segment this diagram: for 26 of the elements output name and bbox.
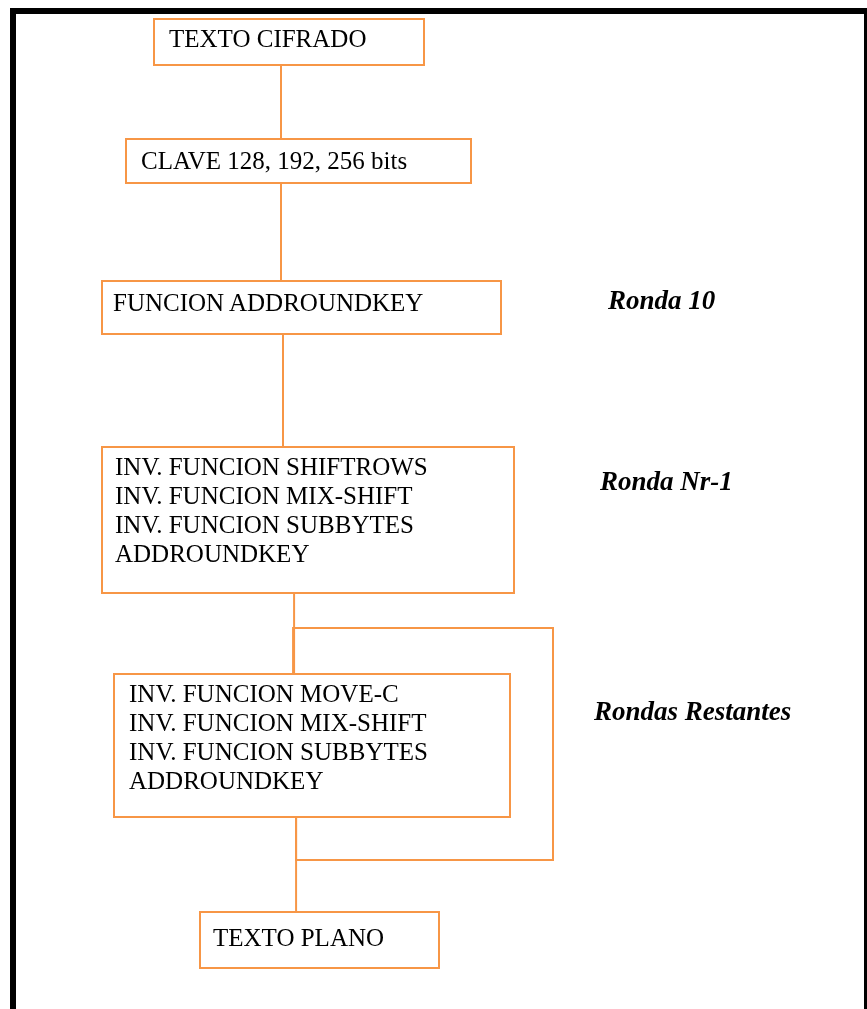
- loop-connector: [292, 627, 554, 861]
- box-text: ADDROUNDKEY: [115, 539, 311, 568]
- process-box: [199, 911, 440, 969]
- process-box: [113, 673, 511, 818]
- box-text: ADDROUNDKEY: [129, 766, 325, 795]
- box-text: INV. FUNCION MOVE-C: [129, 679, 400, 708]
- round-label: Ronda 10: [608, 285, 716, 316]
- connector-line: [280, 65, 282, 139]
- round-label: Rondas Restantes: [594, 696, 792, 727]
- round-label: Ronda Nr-1: [600, 466, 733, 497]
- process-box: [101, 446, 515, 594]
- process-box: [101, 280, 502, 335]
- box-text: INV. FUNCION SHIFTROWS: [115, 452, 429, 481]
- connector-line: [293, 593, 296, 674]
- process-box: [153, 18, 425, 66]
- box-text: INV. FUNCION MIX-SHIFT: [129, 708, 428, 737]
- box-text: INV. FUNCION MIX-SHIFT: [115, 481, 414, 510]
- box-text: INV. FUNCION SUBBYTES: [129, 737, 429, 766]
- box-text: TEXTO PLANO: [213, 923, 386, 952]
- box-text: INV. FUNCION SUBBYTES: [115, 510, 415, 539]
- process-box: [125, 138, 472, 184]
- box-text: FUNCION ADDROUNDKEY: [113, 288, 425, 317]
- connector-line: [282, 334, 284, 447]
- box-text: CLAVE 128, 192, 256 bits: [141, 146, 409, 175]
- connector-line: [280, 183, 282, 281]
- box-text: TEXTO CIFRADO: [169, 24, 368, 53]
